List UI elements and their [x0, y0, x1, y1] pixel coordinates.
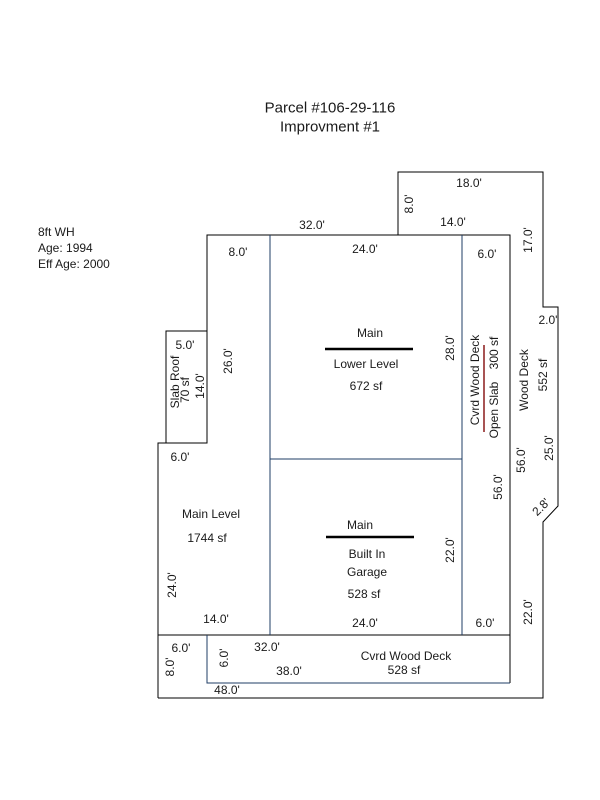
- dim-label: 56.0': [491, 474, 505, 500]
- dim-label: 6.0': [172, 641, 191, 655]
- slab-roof-label: Slab Roof: [168, 355, 182, 408]
- dim-label: 17.0': [521, 227, 535, 253]
- dim-label: 5.0': [176, 338, 195, 352]
- improvement-title: Improvment #1: [280, 119, 380, 136]
- garage-label-2: Garage: [347, 565, 387, 579]
- dim-label: 32.0': [299, 218, 325, 232]
- dim-label: 14.0': [440, 215, 466, 229]
- dim-label: 6.0': [476, 616, 495, 630]
- cvrd-deck-bottom-label: Cvrd Wood Deck: [361, 649, 452, 663]
- dim-label: 6.0': [217, 649, 231, 668]
- dim-label: 22.0': [443, 537, 457, 563]
- dim-label: 38.0': [276, 664, 302, 678]
- dim-label: 24.0': [352, 616, 378, 630]
- info-eff-age: Eff Age: 2000: [38, 257, 110, 271]
- dim-label: 26.0': [221, 348, 235, 374]
- dim-label: 56.0': [514, 447, 528, 473]
- dim-label: 32.0': [254, 640, 280, 654]
- main-level-sf: 1744 sf: [187, 531, 227, 545]
- lower-level-main: Main: [357, 326, 383, 340]
- garage-label-1: Built In: [349, 547, 386, 561]
- wood-deck-outline: [158, 171, 559, 699]
- dim-label: 14.0': [193, 373, 207, 399]
- slab-roof-outline: [165, 330, 208, 444]
- dim-label: 24.0': [165, 572, 179, 598]
- garage-sf: 528 sf: [348, 587, 381, 601]
- dim-label: 14.0': [203, 612, 229, 626]
- dim-label: 2.0': [539, 313, 558, 327]
- parcel-title: Parcel #106-29-116: [265, 100, 396, 117]
- dim-label: 18.0': [456, 176, 482, 190]
- info-age: Age: 1994: [38, 241, 93, 255]
- dim-label: 25.0': [542, 435, 556, 461]
- cvrd-deck-outline: [206, 635, 510, 684]
- open-slab-sf: 300 sf: [487, 336, 501, 369]
- dim-label: 8.0': [163, 658, 177, 677]
- dim-label: 22.0': [521, 599, 535, 625]
- open-slab-label: Open Slab: [487, 381, 501, 438]
- slab-roof-sf: 70 sf: [178, 376, 192, 403]
- main-level-label: Main Level: [182, 507, 240, 521]
- wood-deck-sf: 552 sf: [536, 358, 550, 391]
- dim-label: 24.0': [352, 242, 378, 256]
- cvrd-deck-bottom-sf: 528 sf: [388, 663, 421, 677]
- dim-label: 8.0': [402, 195, 416, 214]
- garage-main: Main: [347, 518, 373, 532]
- cvrd-deck-side-label: Cvrd Wood Deck: [468, 334, 482, 425]
- wood-deck-label: Wood Deck: [517, 348, 531, 411]
- dim-label: 6.0': [478, 247, 497, 261]
- lower-level-label: Lower Level: [334, 357, 399, 371]
- dim-label: 28.0': [443, 335, 457, 361]
- info-wh: 8ft WH: [38, 225, 75, 239]
- lower-level-sf: 672 sf: [350, 379, 383, 393]
- dim-label: 6.0': [171, 450, 190, 464]
- dim-label: 8.0': [229, 245, 248, 259]
- dim-label: 48.0': [214, 683, 240, 697]
